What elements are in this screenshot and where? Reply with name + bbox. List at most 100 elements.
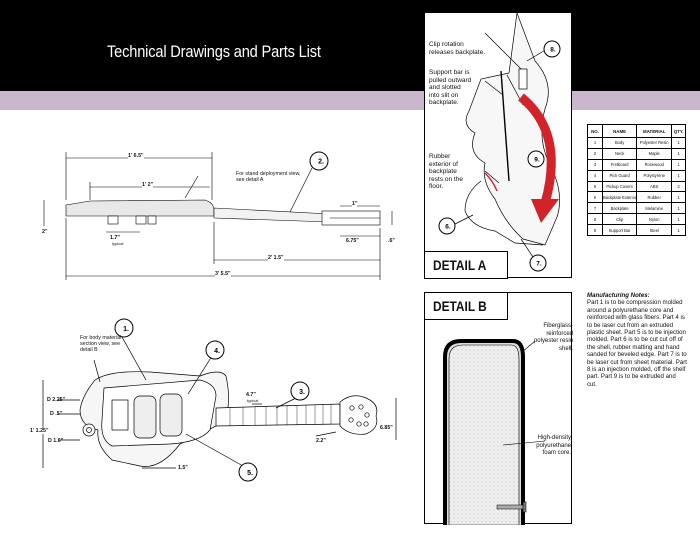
header-band [0,0,700,91]
col-qty: QTY. [671,124,686,138]
cell: 1 [587,137,603,149]
cell: 2 [587,147,603,160]
cell: 1 [671,169,686,182]
rotation-arrow-icon [531,199,559,223]
detail-b-panel: DETAIL B Fiberglass-reinforced polyester… [423,291,573,525]
dim-0-6: .6" [388,238,395,244]
dim-2: 2" [42,229,48,235]
stand-note: For stand deployment view, see detail A [236,171,301,183]
cell: 8 [587,213,603,226]
cell: Nylon [636,213,673,226]
cell: 7 [587,202,603,215]
cell: Body [601,137,638,149]
detail-a-drawing: 8. 9. 6. 7. [438,13,561,272]
support-callout: Support bar is pulled outward and slotte… [429,69,472,106]
col-name: NAME [601,124,638,138]
dim-d-2-25: D 2.25" [47,397,66,403]
cell: Support Bar [601,224,638,237]
cell: 6 [587,191,603,204]
cell: Rosewood [636,158,673,171]
cell: Melamine [636,202,673,215]
dim-1-2: 1' 2" [142,182,154,188]
table-header-row: NO. NAME MATERIAL QTY. [587,124,686,138]
callout-3: 3. [299,389,305,396]
col-no: NO. [587,124,603,138]
detail-a-label: DETAIL A [432,257,486,273]
detail-a-label-box: DETAIL A [423,251,508,279]
callout-1: 1. [123,326,129,333]
cell: 1 [671,224,686,237]
cell: Pickup Covers [601,180,638,193]
cell: Clip [601,213,638,226]
cell: Pick Guard [601,169,638,182]
cell: 3 [587,158,603,171]
callout-7: 7. [536,261,542,268]
dim-1: 1" [352,201,358,207]
dim-1-1-25: 1' 1.25" [30,428,49,434]
dim-2-2: 2.2" [316,438,326,444]
screw-icon [496,501,527,513]
cell: 1 [671,137,686,149]
detail-b-label-box: DETAIL B [423,291,508,320]
cell: 2 [671,180,686,193]
notes-heading: Manufacturing Notes: [587,292,650,299]
cell: 5 [587,180,603,193]
detail-a-panel: 8. 9. 6. 7. Clip rotation releases backp… [423,12,572,279]
cell: 9 [587,224,603,237]
page-title: Technical Drawings and Parts List [107,42,321,61]
dim-d-1-6: D 1.6" [48,438,64,444]
clip-callout: Clip rotation releases backplate. [429,41,486,56]
material-note: For body material section view, see deta… [80,335,122,353]
dim-4-7-typical: typical [247,398,259,403]
cell: Polystyrene [636,169,673,182]
core-callout: High-density polyurethane foam core. [536,435,571,456]
dim-6-75: 6.75" [346,238,359,244]
dim-6-85: 6.85" [380,425,393,431]
cell: Neck [601,147,638,160]
cell: 1 [671,191,686,204]
cell: 1 [671,158,686,171]
col-material: MATERIAL [636,124,673,138]
rubber-callout: Rubber exterior of backplate rests on th… [429,153,463,190]
callout-5: 5. [247,470,253,477]
cell: 1 [671,213,686,226]
dim-1-5: 1.5" [178,465,188,471]
dim-1-7: 1.7" [110,235,120,241]
dim-typical: typical [112,241,124,246]
cell: Polyester Resin [636,137,673,149]
cell: Maple [636,147,673,160]
shell-callout: Fiberglass-reinforced polyester resin sh… [533,323,573,352]
cell: 1 [671,147,686,160]
dim-2-1-5: 2' 1.5" [268,255,284,261]
cell: 4 [587,169,603,182]
cell: Backplate [601,202,638,215]
cell: Steel [636,224,673,237]
dim-4-7: 4.7" [246,392,256,398]
dim-3-5-5: 3' 5.5" [215,271,231,277]
callout-2: 2. [318,159,324,166]
dim-1-6-5: 1' 6.5" [128,153,144,159]
dim-d-0-5: D .5" [50,411,63,417]
cell: Backplate Exterior [601,191,638,204]
callout-6: 6. [445,224,451,231]
cell: Fretboard [601,158,638,171]
cell: 1 [671,202,686,215]
callout-9: 9. [534,157,540,164]
detail-b-drawing [443,339,546,525]
callout-4: 4. [214,348,220,355]
callout-8: 8. [550,47,556,54]
cell: Rubber [636,191,673,204]
manufacturing-notes: Manufacturing Notes: Part 1 is to be com… [587,292,687,388]
